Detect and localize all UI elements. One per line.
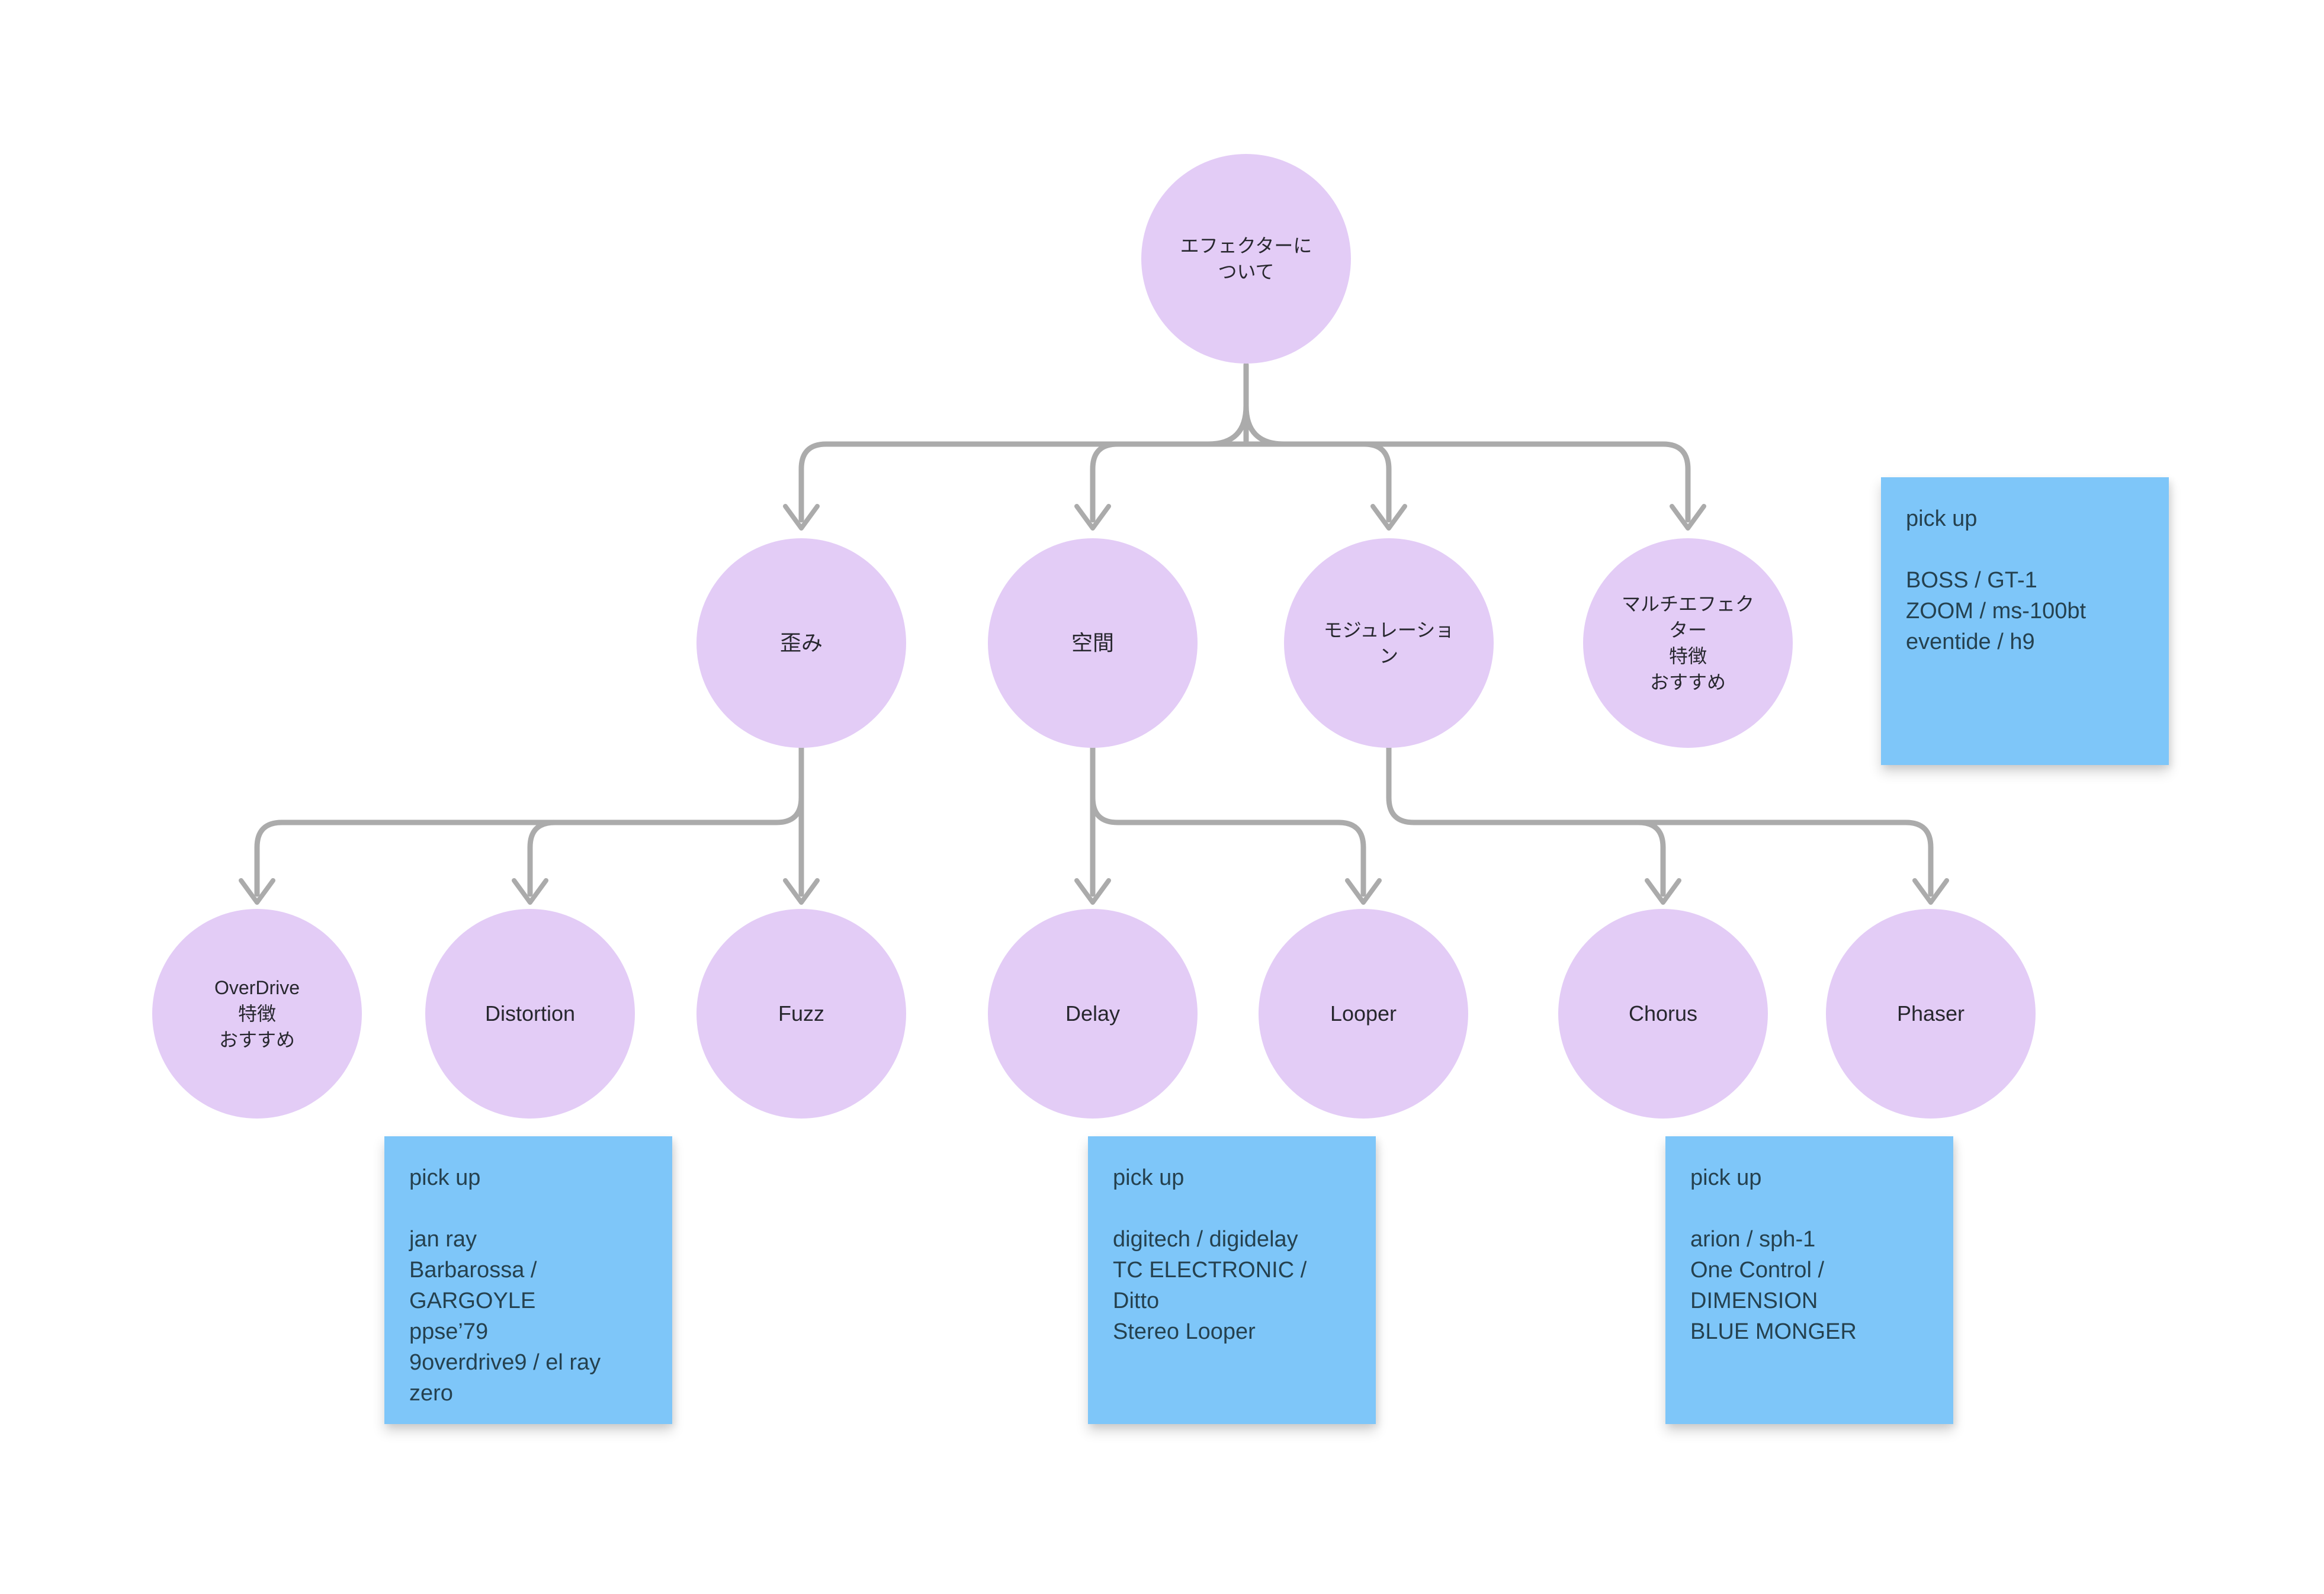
sticky-title: pick up bbox=[1906, 506, 1978, 531]
node-label: 歪み bbox=[779, 631, 823, 655]
connector-root-flare-left[interactable] bbox=[1205, 403, 1249, 447]
arrowhead-looper bbox=[1345, 878, 1382, 905]
connector-drop-kukan[interactable] bbox=[1090, 441, 1121, 523]
node-label: Chorus bbox=[1628, 1001, 1698, 1026]
node-label: OverDrive 特徴 おすすめ bbox=[214, 976, 300, 1051]
arrowhead-overdrive bbox=[239, 878, 275, 905]
node-phaser[interactable]: Phaser bbox=[1826, 909, 2036, 1119]
sticky-title: pick up bbox=[409, 1165, 481, 1190]
node-label: マルチエフェク ター 特徴 おすすめ bbox=[1621, 593, 1754, 693]
arrowhead-fuzz bbox=[783, 878, 820, 905]
node-delay[interactable]: Delay bbox=[988, 909, 1198, 1119]
node-effector-root[interactable]: エフェクターに ついて bbox=[1141, 154, 1351, 364]
node-fuzz[interactable]: Fuzz bbox=[696, 909, 906, 1119]
node-modulation-category[interactable]: モジュレーショ ン bbox=[1284, 538, 1494, 748]
sticky-title: pick up bbox=[1113, 1165, 1185, 1190]
sticky-body: BOSS / GT-1 ZOOM / ms-100bt eventide / h… bbox=[1906, 568, 2087, 654]
arrowhead-modulation bbox=[1370, 504, 1407, 531]
connector-modulation-branch[interactable] bbox=[1386, 745, 1934, 897]
sticky-note-multi-pickup[interactable]: pick up BOSS / GT-1 ZOOM / ms-100bt even… bbox=[1881, 477, 2169, 765]
arrowhead-kukan bbox=[1074, 504, 1111, 531]
node-chorus[interactable]: Chorus bbox=[1558, 909, 1768, 1119]
connector-drop-modulation[interactable] bbox=[1361, 441, 1392, 523]
node-label: モジュレーショ ン bbox=[1323, 619, 1455, 667]
node-label: Delay bbox=[1065, 1001, 1121, 1026]
sticky-body: arion / sph-1 One Control / DIMENSION BL… bbox=[1690, 1227, 1857, 1344]
sticky-note-chorus-pickup[interactable]: pick up arion / sph-1 One Control / DIME… bbox=[1665, 1136, 1953, 1424]
node-label: エフェクターに ついて bbox=[1180, 234, 1312, 282]
node-label: Phaser bbox=[1896, 1001, 1965, 1026]
node-kukan-spatial-category[interactable]: 空間 bbox=[988, 538, 1198, 748]
node-label: Distortion bbox=[484, 1001, 576, 1026]
sticky-body: jan ray Barbarossa / GARGOYLE ppse’79 9o… bbox=[409, 1227, 601, 1406]
sticky-note-distortion-pickup[interactable]: pick up jan ray Barbarossa / GARGOYLE pp… bbox=[384, 1136, 672, 1424]
arrowhead-hizumi bbox=[783, 504, 820, 531]
arrowhead-distortion bbox=[512, 878, 548, 905]
connector-drop-distortion[interactable] bbox=[527, 820, 558, 897]
node-label: Fuzz bbox=[778, 1001, 824, 1026]
arrowhead-delay bbox=[1074, 878, 1111, 905]
connector-drop-chorus[interactable] bbox=[1635, 820, 1666, 897]
connector-hizumi-bar[interactable] bbox=[254, 795, 804, 897]
connector-root-flare-right[interactable] bbox=[1243, 403, 1287, 447]
connector-root-bar[interactable] bbox=[798, 441, 1691, 523]
node-label: 空間 bbox=[1071, 631, 1114, 655]
node-looper[interactable]: Looper bbox=[1259, 909, 1468, 1119]
node-label: Looper bbox=[1330, 1001, 1397, 1026]
arrowhead-chorus bbox=[1645, 878, 1681, 905]
arrowhead-multi bbox=[1670, 504, 1706, 531]
node-hizumi-distortion-category[interactable]: 歪み bbox=[696, 538, 906, 748]
sticky-title: pick up bbox=[1690, 1165, 1762, 1190]
node-distortion[interactable]: Distortion bbox=[425, 909, 635, 1119]
node-overdrive[interactable]: OverDrive 特徴 おすすめ bbox=[152, 909, 362, 1119]
node-multi-effector[interactable]: マルチエフェク ター 特徴 おすすめ bbox=[1583, 538, 1793, 748]
sticky-body: digitech / digidelay TC ELECTRONIC / Dit… bbox=[1113, 1227, 1307, 1344]
connector-kukan-branch[interactable] bbox=[1090, 795, 1366, 897]
sticky-note-delay-pickup[interactable]: pick up digitech / digidelay TC ELECTRON… bbox=[1088, 1136, 1376, 1424]
arrowhead-phaser bbox=[1912, 878, 1949, 905]
